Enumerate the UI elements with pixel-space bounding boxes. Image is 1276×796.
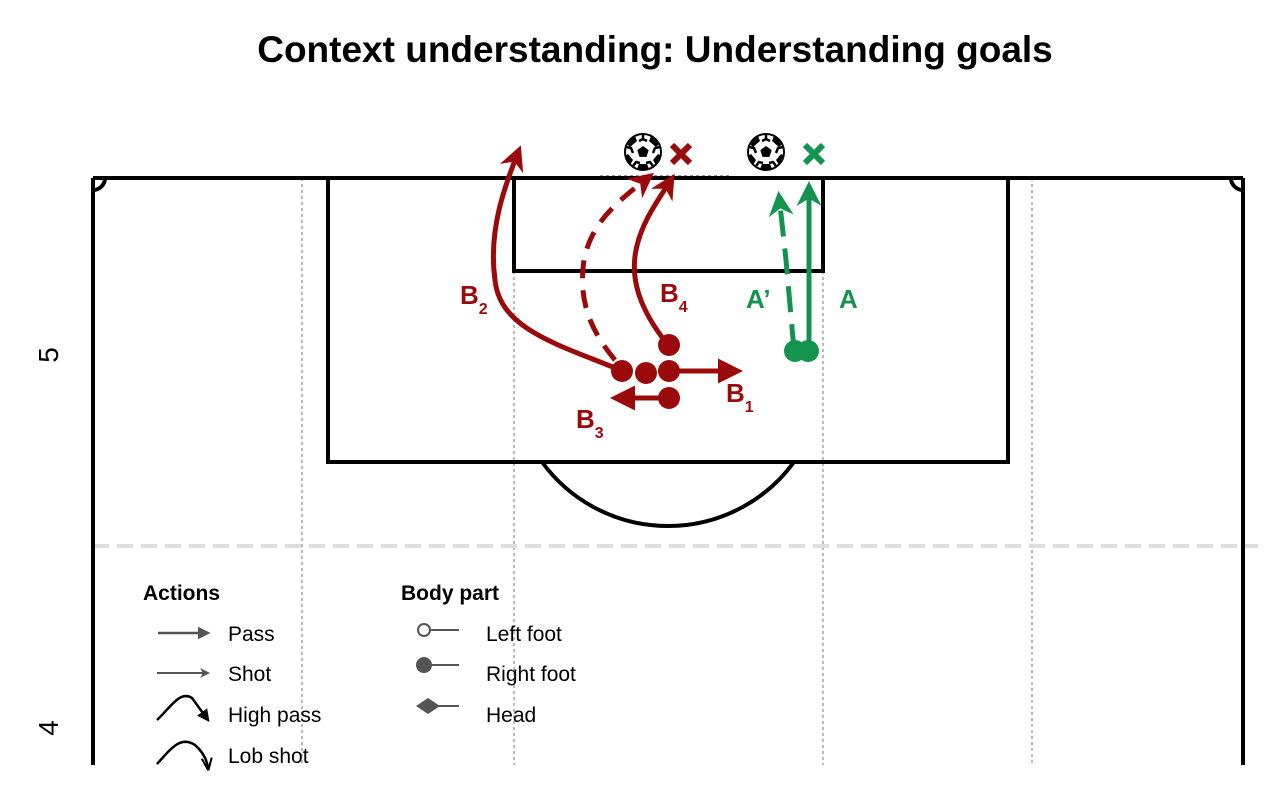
cross-icon bbox=[669, 142, 693, 166]
label-b1: B1 bbox=[726, 378, 754, 416]
legend-actions-title: Actions bbox=[143, 582, 220, 605]
diagram-title: Context understanding: Understanding goa… bbox=[257, 29, 1053, 70]
soccer-ball-icon bbox=[623, 132, 663, 172]
cross-icon bbox=[802, 142, 826, 166]
soccer-ball-icon bbox=[746, 132, 786, 172]
legend-shot: Shot bbox=[228, 663, 271, 686]
axis-label-4: 4 bbox=[33, 720, 64, 736]
team-b-actions bbox=[490, 145, 743, 411]
axis-label-5: 5 bbox=[33, 347, 64, 363]
legend-right-foot: Right foot bbox=[486, 663, 576, 686]
origin-a bbox=[797, 340, 819, 362]
legend: Actions Pass Shot High pass Lob shot Bod… bbox=[143, 582, 576, 768]
pitch-guides bbox=[301, 175, 1033, 765]
left-foot-icon bbox=[417, 623, 431, 637]
shot-b2 bbox=[490, 145, 621, 373]
team-b-origins bbox=[611, 334, 680, 409]
shot-b-dashed bbox=[579, 172, 654, 362]
legend-lob-shot: Lob shot bbox=[228, 745, 309, 768]
shot-a-prime bbox=[768, 191, 797, 351]
label-b3: B3 bbox=[576, 404, 604, 442]
legend-left-foot: Left foot bbox=[486, 623, 562, 646]
shot-b4 bbox=[631, 173, 675, 347]
legend-head: Head bbox=[486, 704, 536, 727]
label-b4: B4 bbox=[660, 278, 688, 316]
legend-pass: Pass bbox=[228, 623, 275, 646]
legend-high-pass: High pass bbox=[228, 704, 321, 727]
label-b2: B2 bbox=[460, 280, 488, 318]
label-a-prime: A’ bbox=[746, 284, 771, 314]
team-a-actions bbox=[768, 181, 822, 351]
legend-body-title: Body part bbox=[401, 582, 499, 605]
label-a: A bbox=[839, 284, 858, 314]
right-foot-icon bbox=[416, 657, 432, 673]
head-icon bbox=[416, 698, 440, 714]
